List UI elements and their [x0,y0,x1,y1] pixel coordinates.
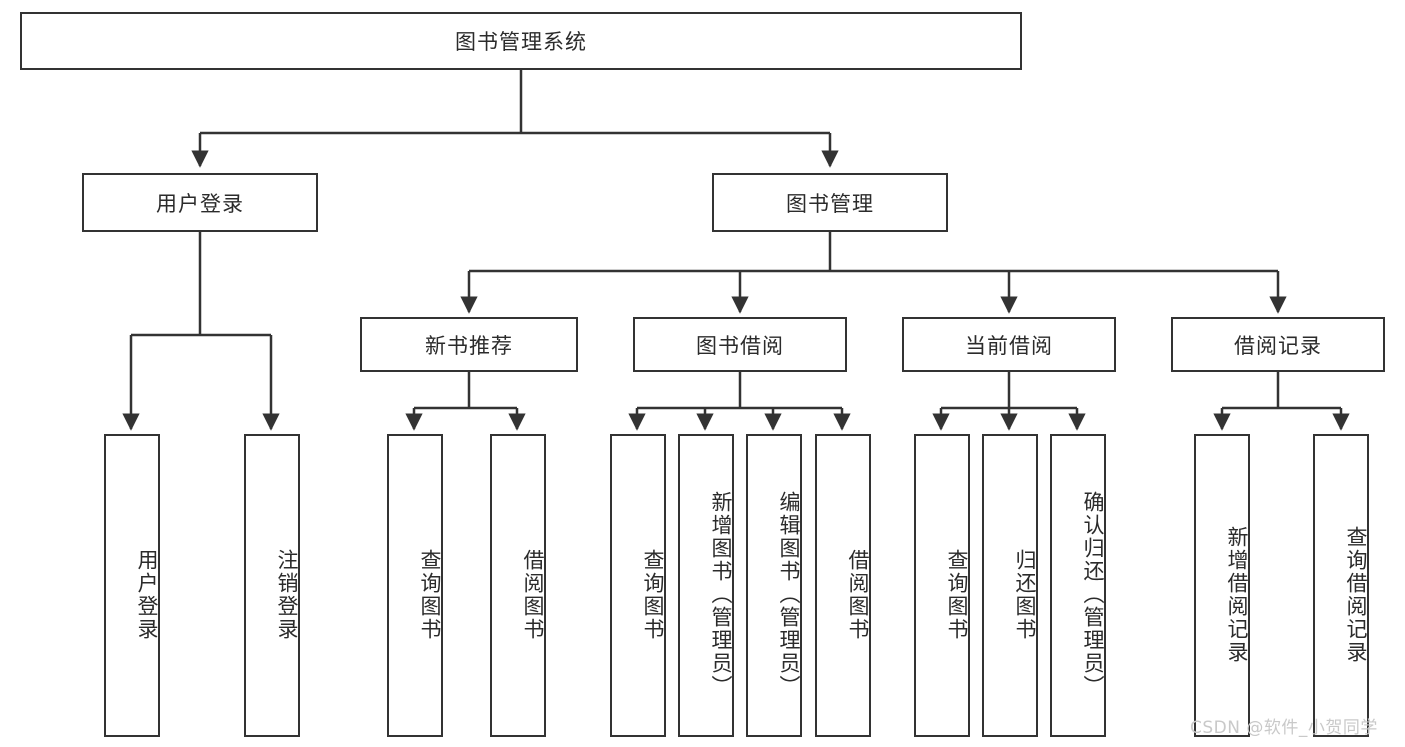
leaf-add-book-admin[interactable]: 新增图书（管理员） [678,434,734,737]
leaf-edit-book-admin[interactable]: 编辑图书（管理员） [746,434,802,737]
node-new-book-recommend[interactable]: 新书推荐 [360,317,578,372]
node-book-management[interactable]: 图书管理 [712,173,948,232]
leaf-borrow-book-recommend[interactable]: 借阅图书 [490,434,546,737]
leaf-borrow-book[interactable]: 借阅图书 [815,434,871,737]
node-root-system[interactable]: 图书管理系统 [20,12,1022,70]
node-user-login[interactable]: 用户登录 [82,173,318,232]
leaf-user-login[interactable]: 用户登录 [104,434,160,737]
leaf-confirm-return-admin[interactable]: 确认归还（管理员） [1050,434,1106,737]
leaf-return-book[interactable]: 归还图书 [982,434,1038,737]
watermark-credit: CSDN @软件_小贺同学 [1190,718,1378,738]
leaf-query-book-recommend[interactable]: 查询图书 [387,434,443,737]
leaf-add-borrow-record[interactable]: 新增借阅记录 [1194,434,1250,737]
node-borrow-record[interactable]: 借阅记录 [1171,317,1385,372]
leaf-query-borrow-record[interactable]: 查询借阅记录 [1313,434,1369,737]
leaf-query-book-borrow[interactable]: 查询图书 [610,434,666,737]
node-book-borrow[interactable]: 图书借阅 [633,317,847,372]
leaf-logout-login[interactable]: 注销登录 [244,434,300,737]
node-current-borrow[interactable]: 当前借阅 [902,317,1116,372]
leaf-query-book-current[interactable]: 查询图书 [914,434,970,737]
